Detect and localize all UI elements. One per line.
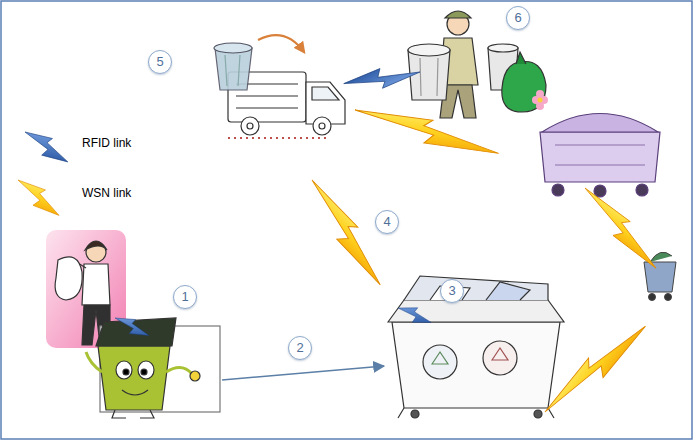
smart-bin: [86, 318, 220, 418]
callout-number: 1: [173, 285, 197, 309]
collection-bin: [388, 276, 564, 418]
rfid-legend-sample: [19, 125, 74, 168]
callout-number: 2: [288, 336, 312, 360]
wsn-legend-sample: [11, 173, 66, 221]
rfid-bolt: [342, 61, 421, 96]
ground-dots: [228, 137, 330, 139]
garbage-truck: [214, 43, 345, 135]
wsn-bolt: [576, 182, 666, 274]
dumpster: [532, 90, 660, 197]
legend-label: WSN link: [82, 186, 131, 200]
callout-number: 3: [440, 279, 464, 303]
legend-label: RFID link: [82, 136, 131, 150]
dump-arrow: [258, 35, 304, 52]
flow-arrow: [222, 366, 384, 380]
rfid-bolt: [395, 302, 434, 328]
callout-number: 6: [506, 6, 530, 30]
callout-number: 4: [375, 210, 399, 234]
wsn-bolt: [351, 100, 502, 161]
callout-number: 5: [148, 50, 172, 74]
wsn-bolts: [11, 100, 666, 422]
rfid-bolts: [19, 61, 434, 341]
wsn-bolt: [300, 174, 392, 290]
wsn-bolt: [538, 315, 651, 423]
rfid-bolt: [112, 312, 153, 341]
